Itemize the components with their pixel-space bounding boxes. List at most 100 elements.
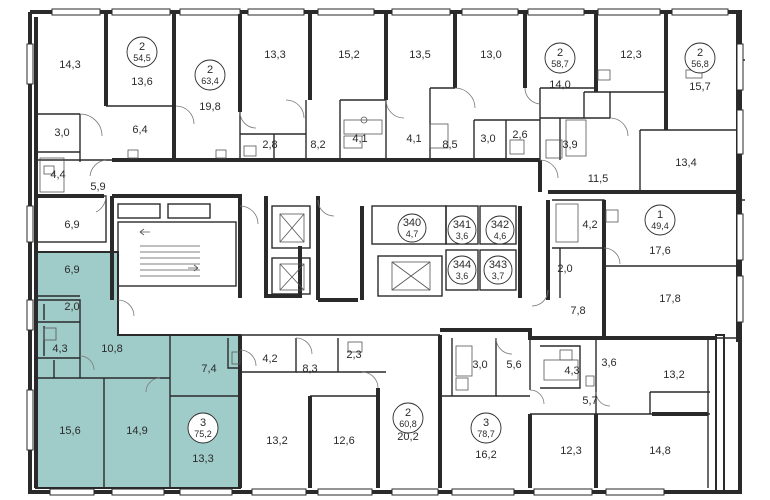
room-area-label: 2,6 <box>512 129 527 141</box>
room-area-label: 5,7 <box>582 395 597 407</box>
room-area-label: 14,0 <box>549 79 570 91</box>
room-area-label: 8,2 <box>310 139 325 151</box>
room-area-label: 6,4 <box>132 124 147 136</box>
apartment-total-area: 49,4 <box>651 221 669 231</box>
apartment-rooms-count: 2 <box>557 47 563 59</box>
apartment-badge-a7[interactable]: 260,8 <box>392 402 424 434</box>
apartment-badge-a2[interactable]: 263,4 <box>194 59 226 91</box>
room-area-label: 13,4 <box>675 157 696 169</box>
room-area-label: 4,1 <box>352 133 367 145</box>
room-area-label: 12,3 <box>560 445 581 457</box>
room-area-label: 17,8 <box>659 293 680 305</box>
apartment-badge-circle <box>644 204 676 236</box>
room-area-label: 17,6 <box>649 245 670 257</box>
storage-unit-area: 3,6 <box>456 271 469 281</box>
apartment-rooms-count: 2 <box>405 407 411 419</box>
apartment-badge-circle <box>392 402 424 434</box>
apartment-badge-a4[interactable]: 256,8 <box>684 42 716 74</box>
room-area-label: 13,3 <box>264 49 285 61</box>
room-area-label: 2,3 <box>346 349 361 361</box>
apartment-badge-circle <box>470 412 502 444</box>
room-area-label: 4,2 <box>582 219 597 231</box>
room-area-label: 19,8 <box>199 101 220 113</box>
room-area-label: 12,6 <box>333 435 354 447</box>
room-area-label: 4,2 <box>262 353 277 365</box>
room-area-label: 16,2 <box>475 449 496 461</box>
apartment-rooms-count: 2 <box>697 47 703 59</box>
storage-unit-area: 4,6 <box>494 231 507 241</box>
room-area-label: 11,5 <box>588 173 609 185</box>
room-area-label: 6,9 <box>64 219 79 231</box>
apartment-badge-a1[interactable]: 254,5 <box>126 36 158 68</box>
room-area-label: 3,0 <box>480 133 495 145</box>
apartment-badge-a8[interactable]: 378,7 <box>470 412 502 444</box>
storage-unit-area: 4,7 <box>406 229 419 239</box>
room-area-label: 13,0 <box>480 49 501 61</box>
plumbing-fixtures <box>39 69 703 391</box>
apartment-total-area: 63,4 <box>201 76 219 86</box>
room-area-label: 3,6 <box>601 357 616 369</box>
room-area-label: 4,1 <box>406 133 421 145</box>
storage-unit-circle <box>447 215 477 245</box>
room-area-label: 2,0 <box>64 301 79 313</box>
room-area-label: 15,2 <box>338 49 359 61</box>
room-area-label: 7,8 <box>570 305 585 317</box>
room-area-label: 13,2 <box>663 369 684 381</box>
room-area-label: 13,3 <box>192 453 213 465</box>
storage-unit-number: 341 <box>453 219 471 231</box>
room-area-label: 4,4 <box>50 169 65 181</box>
room-area-label: 14,8 <box>649 445 670 457</box>
door-swings <box>79 87 629 407</box>
room-area-label: 2,8 <box>262 139 277 151</box>
apartment-badge-circle <box>194 59 226 91</box>
storage-unit-number: 340 <box>403 217 421 229</box>
room-area-label: 20,2 <box>397 431 418 443</box>
apartment-badge-a3[interactable]: 258,7 <box>544 42 576 74</box>
corridor-core <box>35 194 736 340</box>
apartment-badge-circle <box>544 42 576 74</box>
apartment-rooms-count: 1 <box>657 209 663 221</box>
apartment-rooms-count: 2 <box>139 41 145 53</box>
room-area-label: 5,6 <box>506 359 521 371</box>
apartment-rooms-count: 3 <box>200 417 206 429</box>
room-area-label: 13,5 <box>409 49 430 61</box>
storage-unit-number: 344 <box>453 259 471 271</box>
storage-unit-area: 3,6 <box>456 231 469 241</box>
room-area-label: 10,8 <box>101 343 122 355</box>
room-area-label: 3,0 <box>472 359 487 371</box>
storage-unit-circle <box>485 215 515 245</box>
room-area-label: 13,6 <box>131 76 152 88</box>
room-area-label: 13,2 <box>266 435 287 447</box>
apartment-rooms-count: 3 <box>483 417 489 429</box>
storage-unit-circle <box>397 213 427 243</box>
apartment-rooms-count: 2 <box>207 64 213 76</box>
room-area-label: 3,0 <box>54 127 69 139</box>
room-area-label: 8,5 <box>442 139 457 151</box>
apartment-badge-a6[interactable]: 375,2 <box>187 412 219 444</box>
apartment-total-area: 54,5 <box>133 53 151 63</box>
apartment-total-area: 78,7 <box>477 429 495 439</box>
selected-apartment-walls <box>35 295 242 488</box>
room-area-label: 14,3 <box>59 59 80 71</box>
room-area-label: 2,0 <box>557 263 572 275</box>
apartment-total-area: 56,8 <box>691 59 709 69</box>
storage-unit-area: 3,7 <box>492 271 505 281</box>
storage-unit-number: 342 <box>491 219 509 231</box>
room-area-label: 6,9 <box>64 264 79 276</box>
windows <box>26 8 744 496</box>
room-area-label: 7,4 <box>201 363 216 375</box>
apartment-badge-circle <box>187 412 219 444</box>
apartment-total-area: 58,7 <box>551 59 569 69</box>
apartment-badge-a5[interactable]: 149,4 <box>644 204 676 236</box>
room-area-label: 8,3 <box>302 363 317 375</box>
storage-unit-number: 343 <box>489 259 507 271</box>
